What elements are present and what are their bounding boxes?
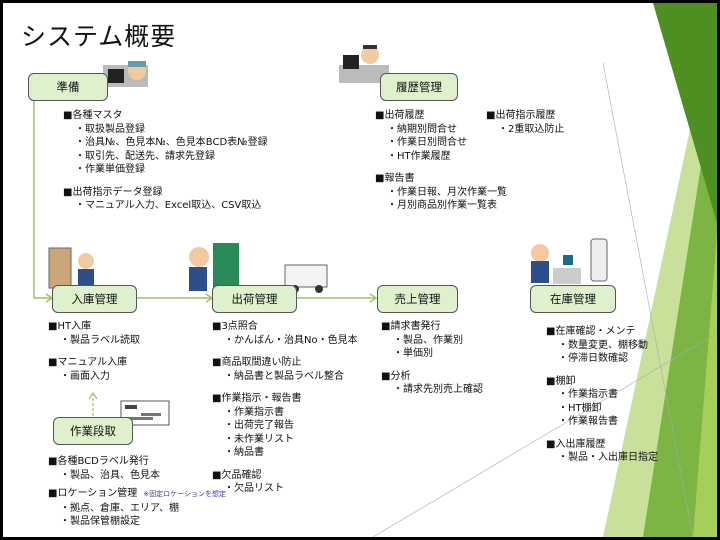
section-heading: ■分析 bbox=[381, 370, 411, 382]
list-item: ・HT作業履歴 bbox=[387, 150, 451, 162]
list-item: ・作業日報、月次作業一覧 bbox=[387, 186, 507, 198]
history-side-details: ■出荷指示履歴 ・2重取込防止 bbox=[486, 109, 564, 136]
clerk-computer-illustration bbox=[339, 45, 389, 83]
receiving-details: ■HT入庫 ・製品ラベル読取 ■マニュアル入庫 ・画面入力 bbox=[48, 320, 140, 383]
list-item: ・製品、治具、色見本 bbox=[60, 469, 160, 481]
section-heading: ■請求書発行 bbox=[381, 321, 441, 332]
list-item: ・作業単価登録 bbox=[75, 164, 145, 175]
prep-box[interactable]: 準備 bbox=[28, 73, 108, 101]
section-heading: ■マニュアル入庫 bbox=[48, 357, 128, 368]
list-item: ・単価別 bbox=[393, 348, 433, 359]
inventory-details: ■在庫確認・メンテ ・数量変更、棚移動 ・停滞日数確認 ■棚卸 ・作業指示書 ・… bbox=[546, 325, 658, 465]
list-item: ・作業報告書 bbox=[558, 416, 618, 427]
list-item: ・2重取込防止 bbox=[498, 123, 565, 135]
list-item: ・未作業リスト bbox=[224, 433, 294, 445]
list-item: ・作業指示書 bbox=[224, 406, 284, 418]
list-item: ・取引先、配送先、請求先登録 bbox=[75, 150, 215, 162]
section-heading: ■出荷履歴 bbox=[375, 110, 425, 121]
inventory-box[interactable]: 在庫管理 bbox=[530, 285, 616, 313]
list-item: ・納品書 bbox=[224, 447, 264, 458]
section-heading: ■HT入庫 bbox=[48, 321, 92, 332]
section-heading: ■作業指示・報告書 bbox=[212, 393, 302, 404]
flow-arrows bbox=[33, 100, 378, 303]
list-item: ・出荷完了報告 bbox=[224, 420, 294, 431]
shipping-box[interactable]: 出荷管理 bbox=[212, 285, 297, 313]
section-heading: ■入出庫履歴 bbox=[546, 438, 606, 450]
section-heading: ■各種マスタ bbox=[63, 110, 123, 121]
list-item: ・製品保管棚設定 bbox=[60, 516, 140, 527]
deco-triangle-mid bbox=[643, 63, 717, 537]
section-heading: ■棚卸 bbox=[546, 375, 576, 387]
worker-computer-illustration bbox=[103, 61, 148, 87]
page-title: システム概要 bbox=[21, 22, 177, 51]
section-heading: ■出荷指示データ登録 bbox=[63, 186, 163, 198]
list-item: ・製品、作業別 bbox=[393, 334, 463, 346]
section-heading: ■3点照合 bbox=[212, 321, 258, 332]
list-item: ・マニュアル入力、Excel取込、CSV取込 bbox=[75, 200, 262, 211]
warehouse-worker-illustration bbox=[48, 247, 94, 289]
inventory-worker-illustration bbox=[531, 238, 608, 284]
list-item: ・画面入力 bbox=[60, 370, 110, 382]
deco-triangle-right bbox=[693, 233, 717, 537]
list-item: ・欠品リスト bbox=[224, 483, 284, 494]
section-heading: ■商品取間違い防止 bbox=[212, 357, 302, 368]
prep-details: ■各種マスタ ・取扱製品登録 ・治具№、色見本№、色見本BCD表№登録 ・取引先… bbox=[63, 109, 268, 213]
section-heading: ■欠品確認 bbox=[212, 469, 262, 481]
list-item: ・製品・入出庫日指定 bbox=[558, 452, 658, 463]
deco-line bbox=[372, 332, 717, 537]
deco-triangle-dark bbox=[653, 3, 717, 223]
list-item: ・治具№、色見本№、色見本BCD表№登録 bbox=[75, 137, 268, 148]
background-decoration bbox=[33, 3, 717, 537]
shipping-details: ■3点照合 ・かんばん・治具No・色見本 ■商品取間違い防止 ・納品書と製品ラベ… bbox=[212, 320, 358, 496]
sales-details: ■請求書発行 ・製品、作業別 ・単価別 ■分析 ・請求先別売上確認 bbox=[381, 320, 483, 397]
list-item: ・納期別問合せ bbox=[387, 123, 457, 135]
section-heading: ■在庫確認・メンテ bbox=[546, 326, 636, 337]
section-heading: ■報告書 bbox=[375, 173, 415, 184]
setup-box[interactable]: 作業段取 bbox=[53, 417, 133, 445]
list-item: ・かんばん・治具No・色見本 bbox=[224, 334, 358, 346]
section-heading: ■各種BCDラベル発行 bbox=[48, 456, 149, 467]
list-item: ・納品書と製品ラベル整合 bbox=[224, 370, 344, 382]
note-text: ※固定ロケーションを想定 bbox=[143, 490, 226, 498]
receiving-box[interactable]: 入庫管理 bbox=[52, 285, 137, 313]
list-item: ・製品ラベル読取 bbox=[60, 334, 140, 346]
deco-line bbox=[602, 62, 694, 537]
list-item: ・作業日別問合せ bbox=[387, 137, 467, 148]
sales-box[interactable]: 売上管理 bbox=[377, 285, 458, 313]
list-item: ・取扱製品登録 bbox=[75, 123, 145, 135]
section-heading: ■ロケーション管理 bbox=[48, 488, 138, 499]
list-item: ・請求先別売上確認 bbox=[393, 384, 483, 395]
list-item: ・停滞日数確認 bbox=[558, 353, 628, 364]
list-item: ・拠点、倉庫、エリア、棚 bbox=[60, 502, 179, 514]
list-item: ・数量変更、棚移動 bbox=[558, 339, 648, 351]
list-item: ・HT棚卸 bbox=[558, 402, 602, 414]
history-details: ■出荷履歴 ・納期別問合せ ・作業日別問合せ ・HT作業履歴 ■報告書 ・作業日… bbox=[375, 109, 507, 213]
list-item: ・月別商品別作業一覧表 bbox=[387, 200, 497, 211]
slide: システム概要 準備 履歴管理 入庫管理 出荷管理 売上管理 在庫管理 作業段取 … bbox=[3, 3, 717, 537]
list-item: ・作業指示書 bbox=[558, 389, 618, 400]
history-box[interactable]: 履歴管理 bbox=[380, 73, 458, 101]
shipping-worker-illustration bbox=[189, 243, 328, 293]
setup-details: ■各種BCDラベル発行 ・製品、治具、色見本 ■ロケーション管理 ※固定ロケーショ… bbox=[48, 455, 226, 529]
section-heading: ■出荷指示履歴 bbox=[486, 110, 556, 121]
